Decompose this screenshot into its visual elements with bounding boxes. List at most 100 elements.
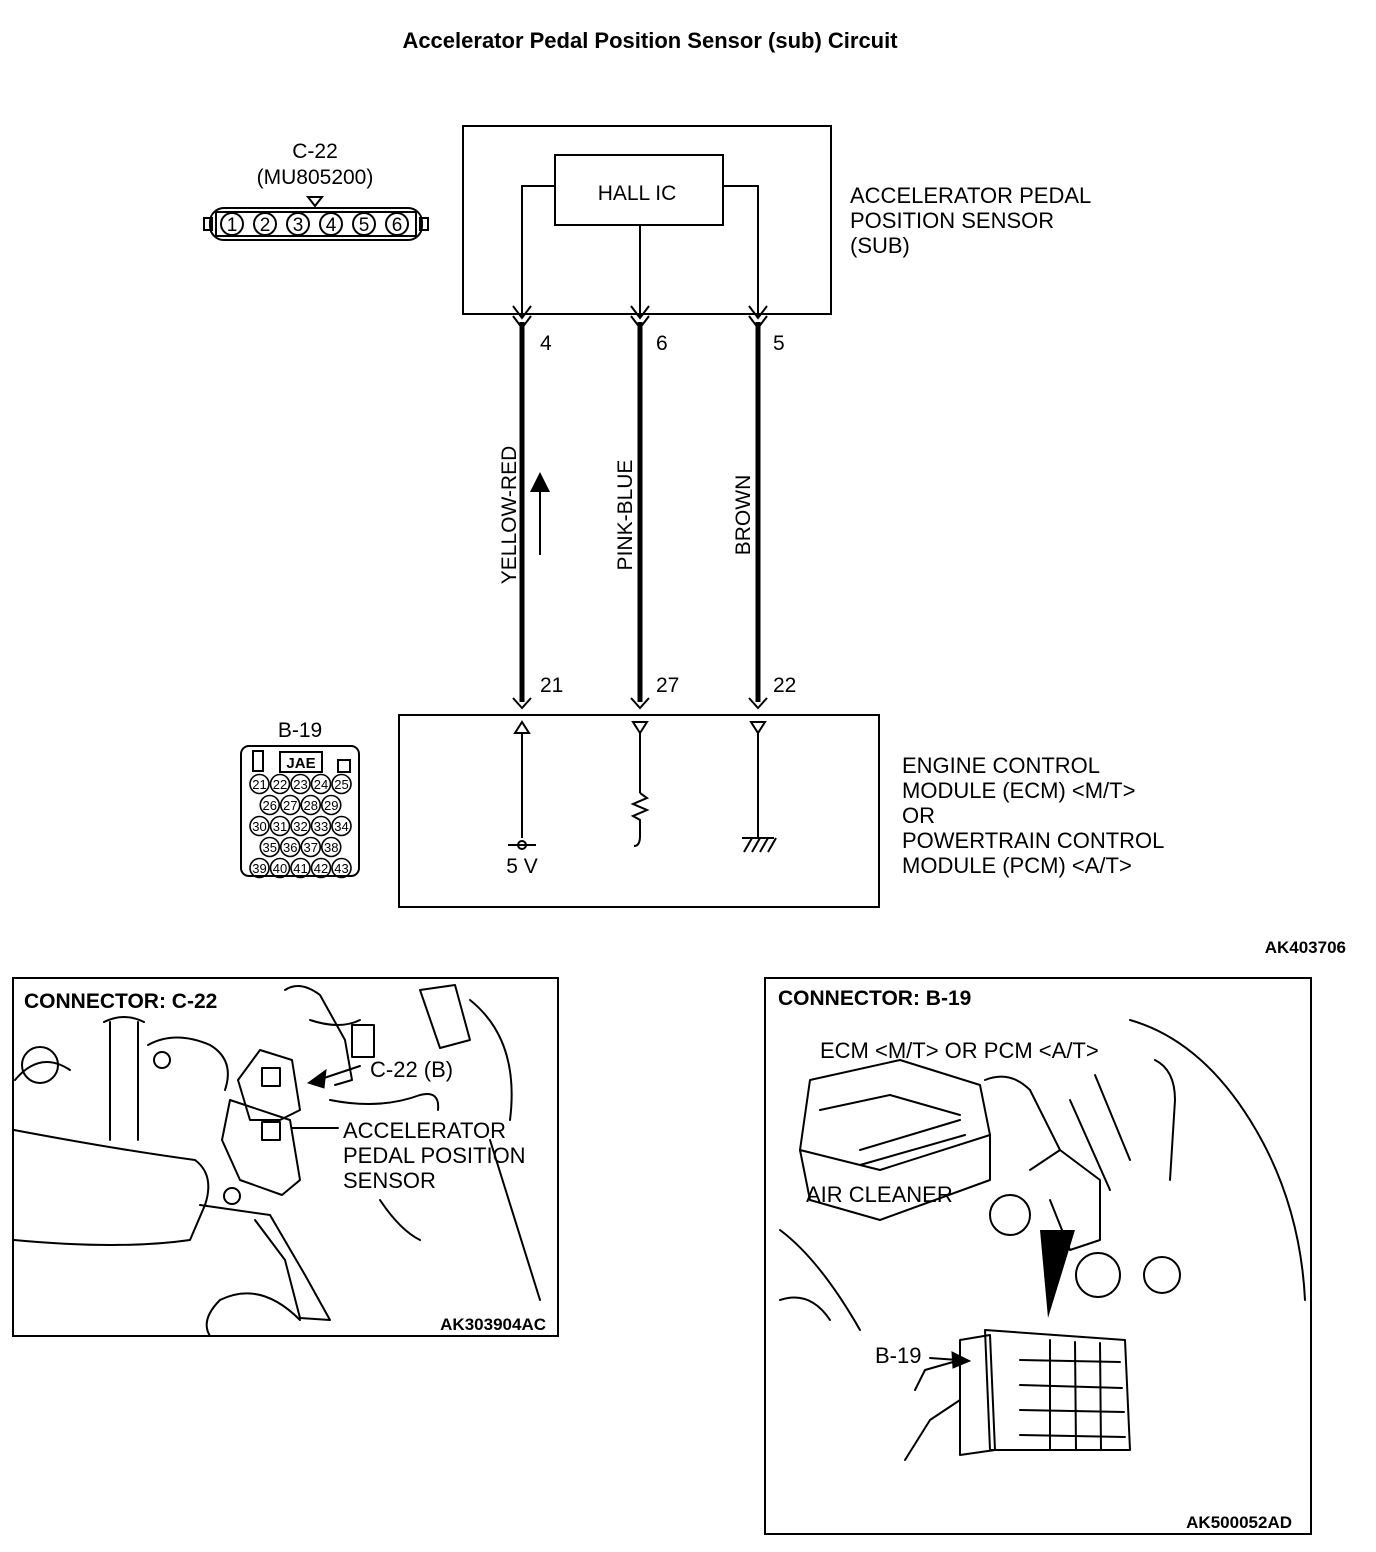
- figure-code-c22: AK303904AC: [440, 1315, 546, 1334]
- connector-b19-pin: [259, 836, 281, 858]
- connector-b19-pin-label: 42: [314, 861, 328, 876]
- inset-b19-air-cleaner: AIR CLEANER: [806, 1182, 953, 1207]
- connector-b19-pin: [269, 815, 291, 837]
- connector-b19-pin-label: 36: [283, 840, 297, 855]
- inset-c22-label-line-3: SENSOR: [343, 1168, 436, 1193]
- connector-b19-pin-label: 29: [324, 798, 338, 813]
- connector-b19-pin: [290, 815, 311, 837]
- connector-b19-pin-label: 30: [252, 819, 266, 834]
- connector-b19-brand-box: [279, 751, 323, 773]
- connector-c22-pin-4: [319, 212, 343, 236]
- inset-b19-callout: B-19: [875, 1343, 921, 1368]
- connector-b19-brand: JAE: [286, 755, 315, 772]
- ecm-terminal-22: [748, 697, 768, 710]
- connector-b19-pin-label: 28: [304, 798, 318, 813]
- connector-c22-pin-2: [253, 212, 277, 236]
- ecm-label-line-1: ENGINE CONTROL: [902, 753, 1100, 778]
- connector-b19-pin-label: 33: [314, 819, 328, 834]
- connector-b19-pin: [310, 857, 332, 879]
- sensor-label-line-3: (SUB): [850, 233, 910, 258]
- connector-c22-body: [209, 207, 423, 241]
- sensor-pin-number: 6: [656, 332, 668, 355]
- figure-code-b19: AK500052AD: [1186, 1513, 1292, 1532]
- inset-b19-frame: [764, 977, 1312, 1535]
- inset-c22-callout: C-22 (B): [370, 1057, 453, 1082]
- connector-b19-pin: [331, 815, 352, 837]
- connector-b19-key-right: [337, 759, 351, 773]
- connector-b19-pin: [290, 857, 311, 879]
- connector-b19-pin-label: 21: [252, 777, 266, 792]
- connector-c22-pin-label: 3: [293, 215, 304, 236]
- ecm-box: [398, 714, 880, 908]
- sensor-label-line-2: POSITION SENSOR: [850, 208, 1054, 233]
- wire-color-label: PINK-BLUE: [614, 460, 637, 571]
- sensor-box: [462, 125, 832, 315]
- connector-b19-pin: [290, 773, 311, 795]
- connector-b19-pin: [249, 857, 270, 879]
- sensor-label-line-1: ACCELERATOR PEDAL: [850, 183, 1091, 208]
- hall-ic-label: HALL IC: [598, 182, 677, 205]
- ecm-label-line-5: MODULE (PCM) <A/T>: [902, 853, 1132, 878]
- connector-c22-pin-label: 4: [326, 215, 337, 236]
- sensor-terminal-4: [512, 305, 532, 320]
- connector-b19-pin: [300, 794, 322, 816]
- connector-c22-pin-label: 2: [260, 215, 271, 236]
- connector-b19-pin: [331, 773, 352, 795]
- ecm-supply-label: 5 V: [506, 855, 538, 878]
- connector-b19-pin-label: 24: [314, 777, 328, 792]
- inset-b19-ecm-label: ECM <M/T> OR PCM <A/T>: [820, 1038, 1099, 1063]
- ecm-label-line-3: OR: [902, 803, 935, 828]
- diagram-title: Accelerator Pedal Position Sensor (sub) …: [402, 28, 898, 53]
- connector-c22-pin-frame: [215, 211, 417, 237]
- connector-b19-pin-label: 23: [293, 777, 307, 792]
- wire-color-label: YELLOW-RED: [498, 446, 521, 584]
- connector-b19-pin-label: 22: [273, 777, 287, 792]
- connector-b19-pin-label: 38: [324, 840, 338, 855]
- callout-arrowhead-b19: [951, 1351, 972, 1369]
- connector-b19-pin-label: 41: [293, 861, 307, 876]
- sensor-pin-number: 5: [773, 332, 785, 355]
- connector-b19-pin-label: 34: [334, 819, 348, 834]
- connector-c22-pin-label: 5: [359, 215, 370, 236]
- connector-c22-face: C-22 (MU805200) 1 2 3 4 5 6: [203, 140, 429, 241]
- connector-c22-pin-1: [220, 212, 244, 236]
- sensor-internal-lead-4: [521, 185, 555, 318]
- connector-b19-pin-label: 27: [283, 798, 297, 813]
- ecm-pin-number: 22: [773, 674, 796, 697]
- inset-c22-frame: [12, 977, 559, 1337]
- connector-c22-pin-5: [352, 212, 376, 236]
- connector-b19-pin: [269, 857, 291, 879]
- connector-b19-pin: [259, 794, 281, 816]
- sensor-terminal-6: [630, 305, 650, 320]
- ecm-ground-terminal: [749, 721, 767, 735]
- connector-b19-pin: [310, 815, 332, 837]
- connector-c22-lock-mark: [305, 196, 325, 208]
- ecm-supply-terminal: [513, 720, 531, 734]
- connector-c22-id: C-22: [292, 140, 338, 163]
- connector-b19-pin: [300, 836, 322, 858]
- connector-b19-pin: [269, 773, 291, 795]
- connector-c22-part-number: (MU805200): [257, 166, 374, 189]
- connector-b19-pin: [249, 815, 270, 837]
- connector-b19-pin-label: 43: [334, 861, 348, 876]
- connector-b19-pin: [279, 794, 301, 816]
- connector-b19-pin-label: 40: [273, 861, 287, 876]
- connector-b19-pin-label: 25: [334, 777, 348, 792]
- ecm-pin-number: 27: [656, 674, 679, 697]
- connector-b19-pin-label: 35: [263, 840, 277, 855]
- ecm-label-line-4: POWERTRAIN CONTROL: [902, 828, 1164, 853]
- connector-b19-id: B-19: [278, 719, 322, 742]
- callout-arrowhead-c22: [306, 1068, 327, 1089]
- inset-c22-heading: CONNECTOR: C-22: [24, 990, 217, 1013]
- connector-c22-pin-label: 6: [392, 215, 403, 236]
- ecm-supply-node: [517, 840, 527, 850]
- connector-c22-right-latch: [419, 217, 429, 231]
- ecm-terminal-21: [512, 697, 532, 710]
- connector-c22-pin-group: 1 2 3 4 5 6: [215, 211, 417, 237]
- sensor-terminal-5: [748, 305, 768, 320]
- connector-b19-pin: [320, 794, 342, 816]
- inset-c22: CONNECTOR: C-22 C-22 (B) ACCELERATOR PED…: [12, 977, 559, 1337]
- pointer-wedge: [1040, 1230, 1075, 1318]
